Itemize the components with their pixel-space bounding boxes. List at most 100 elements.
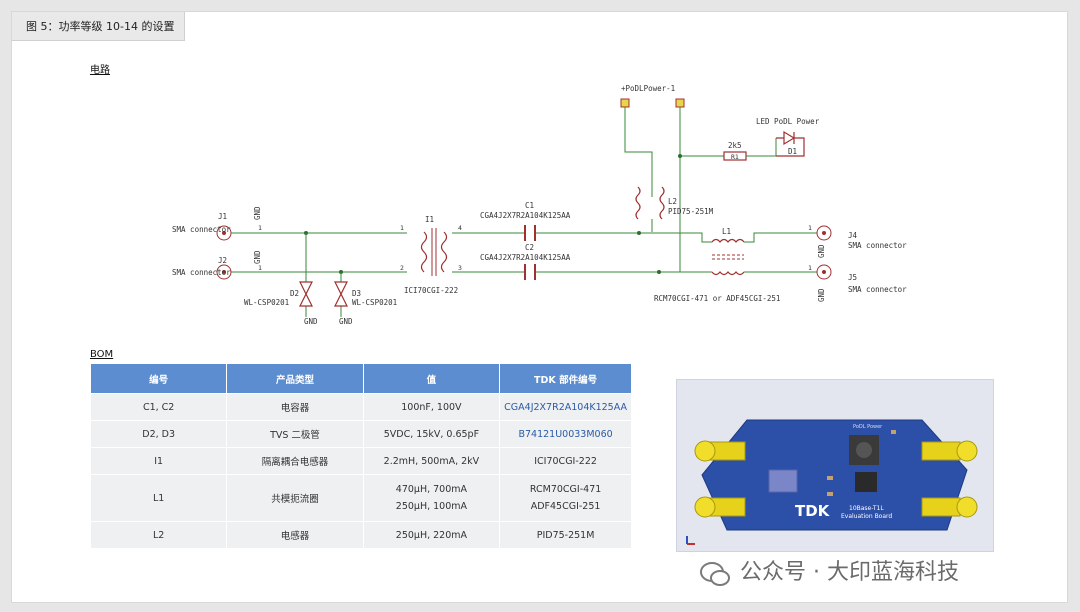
i1-part: ICI70CGI-222 <box>404 286 458 295</box>
bom-table: 编号 产品类型 值 TDK 部件编号 C1, C2 电容器 100nF, 100… <box>89 363 632 549</box>
podl-pin-left <box>620 98 630 108</box>
sma-connector-top-right <box>921 440 978 462</box>
row-ref: L1 <box>89 474 228 522</box>
j2-center <box>222 270 226 274</box>
board-tdk-logo: TDK <box>795 502 831 520</box>
bom-header-type: 产品类型 <box>226 363 364 394</box>
d3-part: WL-CSP0201 <box>352 298 397 307</box>
j4-label: J4 <box>848 231 858 240</box>
bom-header-part: TDK 部件编号 <box>499 363 632 394</box>
l1-input-wires <box>652 232 712 273</box>
row-type: 电容器 <box>226 393 364 421</box>
table-row: I1 隔离耦合电感器 2.2mH, 500mA, 2kV ICI70CGI-22… <box>89 447 632 475</box>
table-row: D2, D3 TVS 二极管 5VDC, 15kV, 0.65pF B74121… <box>89 420 632 448</box>
j4-gnd: GND <box>817 244 826 258</box>
led-d1 <box>891 430 896 434</box>
c2-ref: C2 <box>525 243 534 252</box>
j5-connector <box>816 264 832 280</box>
j2-sma-label: SMA connector <box>172 268 231 277</box>
j1-gnd: GND <box>253 206 262 220</box>
row-value: 100nF, 100V <box>362 393 501 421</box>
j2-gnd: GND <box>253 250 262 264</box>
i1-pin3: 3 <box>458 264 462 272</box>
figure-card: 图 5：功率等级 10-14 的设置 电路 +PoDLPower-1 2k5 R… <box>11 11 1068 603</box>
board-name-line1: 10Base-T1L <box>849 505 884 512</box>
junction-c1-l2 <box>637 231 641 235</box>
bom-header-ref: 编号 <box>89 363 228 394</box>
c1-ref: C1 <box>525 201 534 210</box>
inductor-l2-top <box>856 442 872 458</box>
circuit-section-label: 电路 <box>90 65 110 76</box>
j5-label: J5 <box>848 273 857 282</box>
row-part-link[interactable]: B74121U0033M060 <box>499 420 632 448</box>
sma-connector-bottom-right <box>921 496 978 518</box>
d3-label: D3 <box>352 289 361 298</box>
row-value-line1: 470μH, 700mA <box>395 484 468 495</box>
row-value: 250μH, 220mA <box>362 521 501 549</box>
r1-to-led-wire <box>746 138 777 157</box>
podl-pin-right <box>675 98 685 108</box>
row-ref: I1 <box>89 447 228 475</box>
choke-l1 <box>855 472 877 492</box>
row-type: 共模扼流圈 <box>226 474 364 522</box>
row-part-link[interactable]: CGA4J2X7R2A104K125AA <box>499 393 632 421</box>
row-part: ICI70CGI-222 <box>499 447 632 475</box>
l1-part: RCM70CGI-471 or ADF45CGI-251 <box>654 294 780 303</box>
pcb-body <box>701 419 968 531</box>
row-type: 隔离耦合电感器 <box>226 447 364 475</box>
row-ref: L2 <box>89 521 228 549</box>
row-value: 5VDC, 15kV, 0.65pF <box>362 420 501 448</box>
j1-center <box>222 231 226 235</box>
i1-pin2: 2 <box>400 264 404 272</box>
podl-power-label: +PoDLPower-1 <box>621 84 675 93</box>
l1-coil-top <box>711 238 745 243</box>
board-podl-label: PoDL Power <box>853 424 883 430</box>
bom-header-row: 编号 产品类型 值 TDK 部件编号 <box>89 363 632 394</box>
j5-center <box>822 270 826 274</box>
d2-symbol <box>299 281 313 307</box>
circuit-schematic: +PoDLPower-1 2k5 R1 LED PoDL Power D1 L2… <box>172 84 907 326</box>
j1-label: J1 <box>218 212 227 221</box>
j2-label: J2 <box>218 256 227 265</box>
i1-coil-right <box>440 231 448 273</box>
l2-ref: L2 <box>668 197 677 206</box>
j1-sma-label: SMA connector <box>172 225 231 234</box>
evaluation-board-image: PoDL Power TDK 10Base-T1L Evaluation Boa… <box>676 379 994 552</box>
j4-connector <box>816 225 832 241</box>
j4-sma-label: SMA connector <box>848 241 907 250</box>
led-d1-symbol <box>776 130 805 157</box>
sma-connector-top-left <box>694 440 746 462</box>
j5-sma-label: SMA connector <box>848 285 907 294</box>
junction-c2-l2 <box>657 270 661 274</box>
d2-label: D2 <box>290 289 299 298</box>
i1-pin1: 1 <box>400 224 404 232</box>
wechat-icon <box>700 562 730 586</box>
l1-output-wires <box>744 232 817 273</box>
watermark-text: 公众号 · 大印蓝海科技 <box>740 560 959 585</box>
i1-pin4: 4 <box>458 224 462 232</box>
j1-pin: 1 <box>258 224 262 232</box>
table-row: L1 共模扼流圈 470μH, 700mA 250μH, 100mA RCM70… <box>89 474 632 522</box>
figure-title: 图 5：功率等级 10-14 的设置 <box>12 12 186 41</box>
c1-part: CGA4J2X7R2A104K125AA <box>480 211 571 220</box>
row-value-line2: 250μH, 100mA <box>395 501 468 512</box>
row-part-cell: RCM70CGI-471 ADF45CGI-251 <box>499 474 632 522</box>
row-ref: C1, C2 <box>89 393 228 421</box>
row-type: TVS 二极管 <box>226 420 364 448</box>
power-wire-left <box>624 107 653 187</box>
board-render: PoDL Power TDK 10Base-T1L Evaluation Boa… <box>686 419 978 545</box>
i1-ref: I1 <box>425 215 434 224</box>
transformer-i1 <box>768 469 798 493</box>
board-name-line2: Evaluation Board <box>841 513 892 520</box>
row-value-cell: 470μH, 700mA 250μH, 100mA <box>362 474 501 522</box>
d3-symbol <box>334 281 348 307</box>
d2-part: WL-CSP0201 <box>244 298 289 307</box>
row-value: 2.2mH, 500mA, 2kV <box>362 447 501 475</box>
l2-coil-left <box>635 186 641 220</box>
l2-part: PID75-251M <box>668 207 714 216</box>
sma-connector-bottom-left <box>694 496 746 518</box>
row-part: PID75-251M <box>499 521 632 549</box>
table-row: C1, C2 电容器 100nF, 100V CGA4J2X7R2A104K12… <box>89 393 632 421</box>
i1-coil-left <box>420 231 428 273</box>
led-label: LED PoDL Power <box>756 117 820 126</box>
